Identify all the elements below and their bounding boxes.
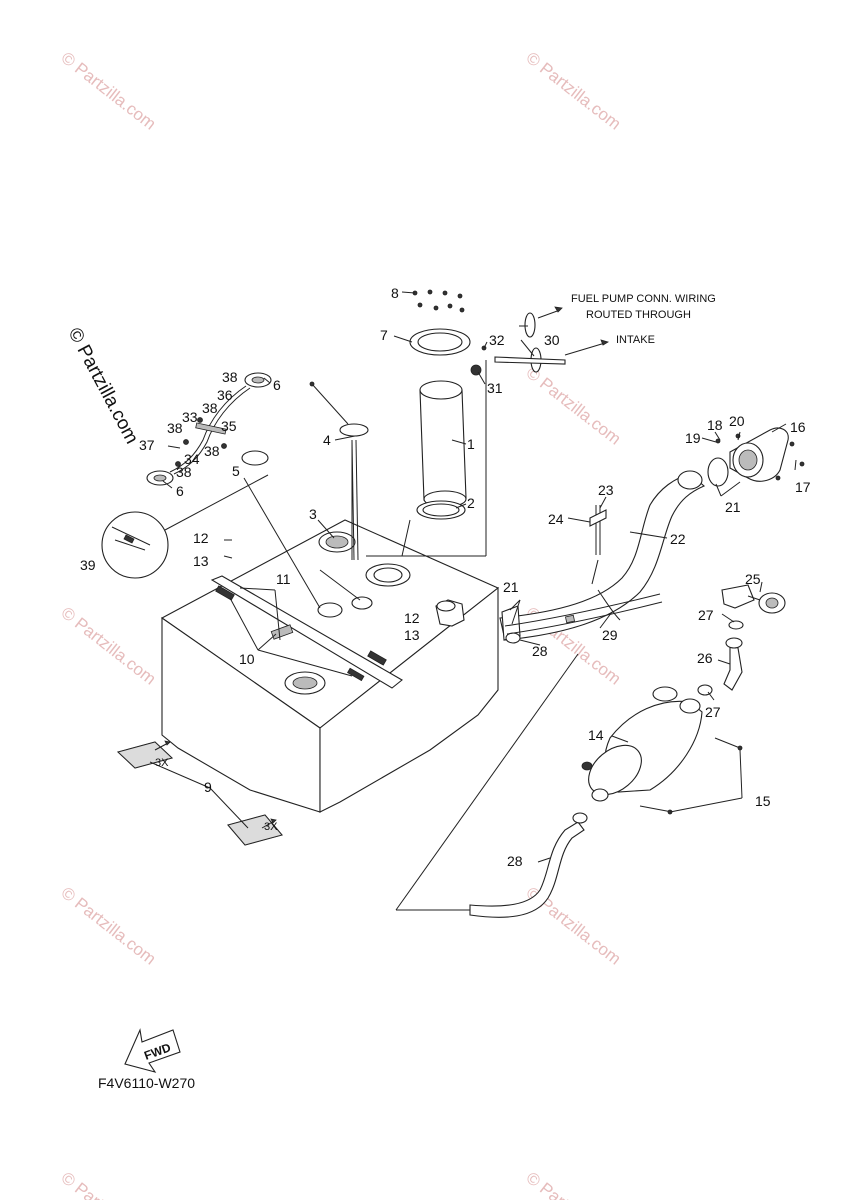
callout-27: 27 [698, 607, 714, 623]
filler-neck [499, 427, 805, 641]
callout-38: 38 [176, 464, 192, 480]
note-qty-3x: 3X [155, 757, 169, 769]
callout-3: 3 [309, 506, 317, 522]
callout-27: 27 [705, 704, 721, 720]
callouts: 1 2 3 4 5 6 6 7 8 9 10 11 12 12 13 13 14… [80, 285, 811, 869]
note-intake: INTAKE [616, 334, 655, 346]
callout-17: 17 [795, 479, 811, 495]
watermark: © Partzilla.com [58, 48, 160, 134]
fuel-pump-unit [409, 289, 487, 520]
callout-31: 31 [487, 380, 503, 396]
vent-assembly [146, 372, 272, 486]
callout-22: 22 [670, 531, 686, 547]
callout-15: 15 [755, 793, 771, 809]
forward-arrow-icon: FWD [124, 1028, 181, 1073]
callout-10: 10 [239, 651, 255, 667]
callout-29: 29 [602, 627, 618, 643]
callout-28: 28 [507, 853, 523, 869]
watermark: © Partzilla.com [523, 48, 625, 134]
note-qty-3x: 3X [264, 821, 278, 833]
callout-13: 13 [404, 627, 420, 643]
callout-38: 38 [202, 400, 218, 416]
callout-21: 21 [503, 579, 519, 595]
watermark: © Partzilla.com [58, 603, 160, 689]
callout-9: 9 [204, 779, 212, 795]
callout-6: 6 [273, 377, 281, 393]
watermark: © Partzilla.com [58, 883, 160, 969]
callout-7: 7 [380, 327, 388, 343]
fuel-filter [581, 684, 743, 815]
callout-23: 23 [598, 482, 614, 498]
callout-35: 35 [221, 418, 237, 434]
side-watermark: © Partzilla.com [64, 324, 143, 447]
callout-20: 20 [729, 413, 745, 429]
callout-1: 1 [467, 436, 475, 452]
callout-13: 13 [193, 553, 209, 569]
callout-6: 6 [176, 483, 184, 499]
watermark: © Partzilla.com [58, 1168, 160, 1200]
fuel-line [395, 653, 588, 918]
callout-30: 30 [544, 332, 560, 348]
callout-16: 16 [790, 419, 806, 435]
callout-5: 5 [232, 463, 240, 479]
callout-18: 18 [707, 417, 723, 433]
callout-39: 39 [80, 557, 96, 573]
callout-36: 36 [217, 387, 233, 403]
callout-19: 19 [685, 430, 701, 446]
callout-4: 4 [323, 432, 331, 448]
callout-24: 24 [548, 511, 564, 527]
callout-12: 12 [193, 530, 209, 546]
note-wiring-line1: FUEL PUMP CONN. WIRING [571, 293, 716, 305]
leader-lines [149, 291, 797, 863]
note-wiring-line2: ROUTED THROUGH [586, 309, 691, 321]
callout-26: 26 [697, 650, 713, 666]
callout-34: 34 [184, 451, 200, 467]
callout-11: 11 [276, 571, 291, 587]
callout-14: 14 [588, 727, 604, 743]
watermark: © Partzilla.com [523, 1168, 625, 1200]
callout-25: 25 [745, 571, 761, 587]
callout-38: 38 [167, 420, 183, 436]
callout-37: 37 [139, 437, 155, 453]
fuel-tank [160, 519, 500, 813]
tank-pads [116, 740, 283, 846]
vent-hose [504, 593, 663, 635]
callout-28: 28 [532, 643, 548, 659]
detail-view [101, 474, 269, 579]
diagram-code: F4V6110-W270 [98, 1075, 195, 1091]
callout-38: 38 [222, 369, 238, 385]
callout-21: 21 [725, 499, 741, 515]
callout-2: 2 [467, 495, 475, 511]
notes: FUEL PUMP CONN. WIRING ROUTED THROUGH IN… [155, 293, 716, 833]
watermark: © Partzilla.com [523, 363, 625, 449]
valve-and-elbow [721, 584, 786, 691]
callout-38: 38 [204, 443, 220, 459]
callout-12: 12 [404, 610, 420, 626]
grommets [494, 306, 609, 373]
callout-32: 32 [489, 332, 505, 348]
callout-8: 8 [391, 285, 399, 301]
callout-33: 33 [182, 409, 198, 425]
